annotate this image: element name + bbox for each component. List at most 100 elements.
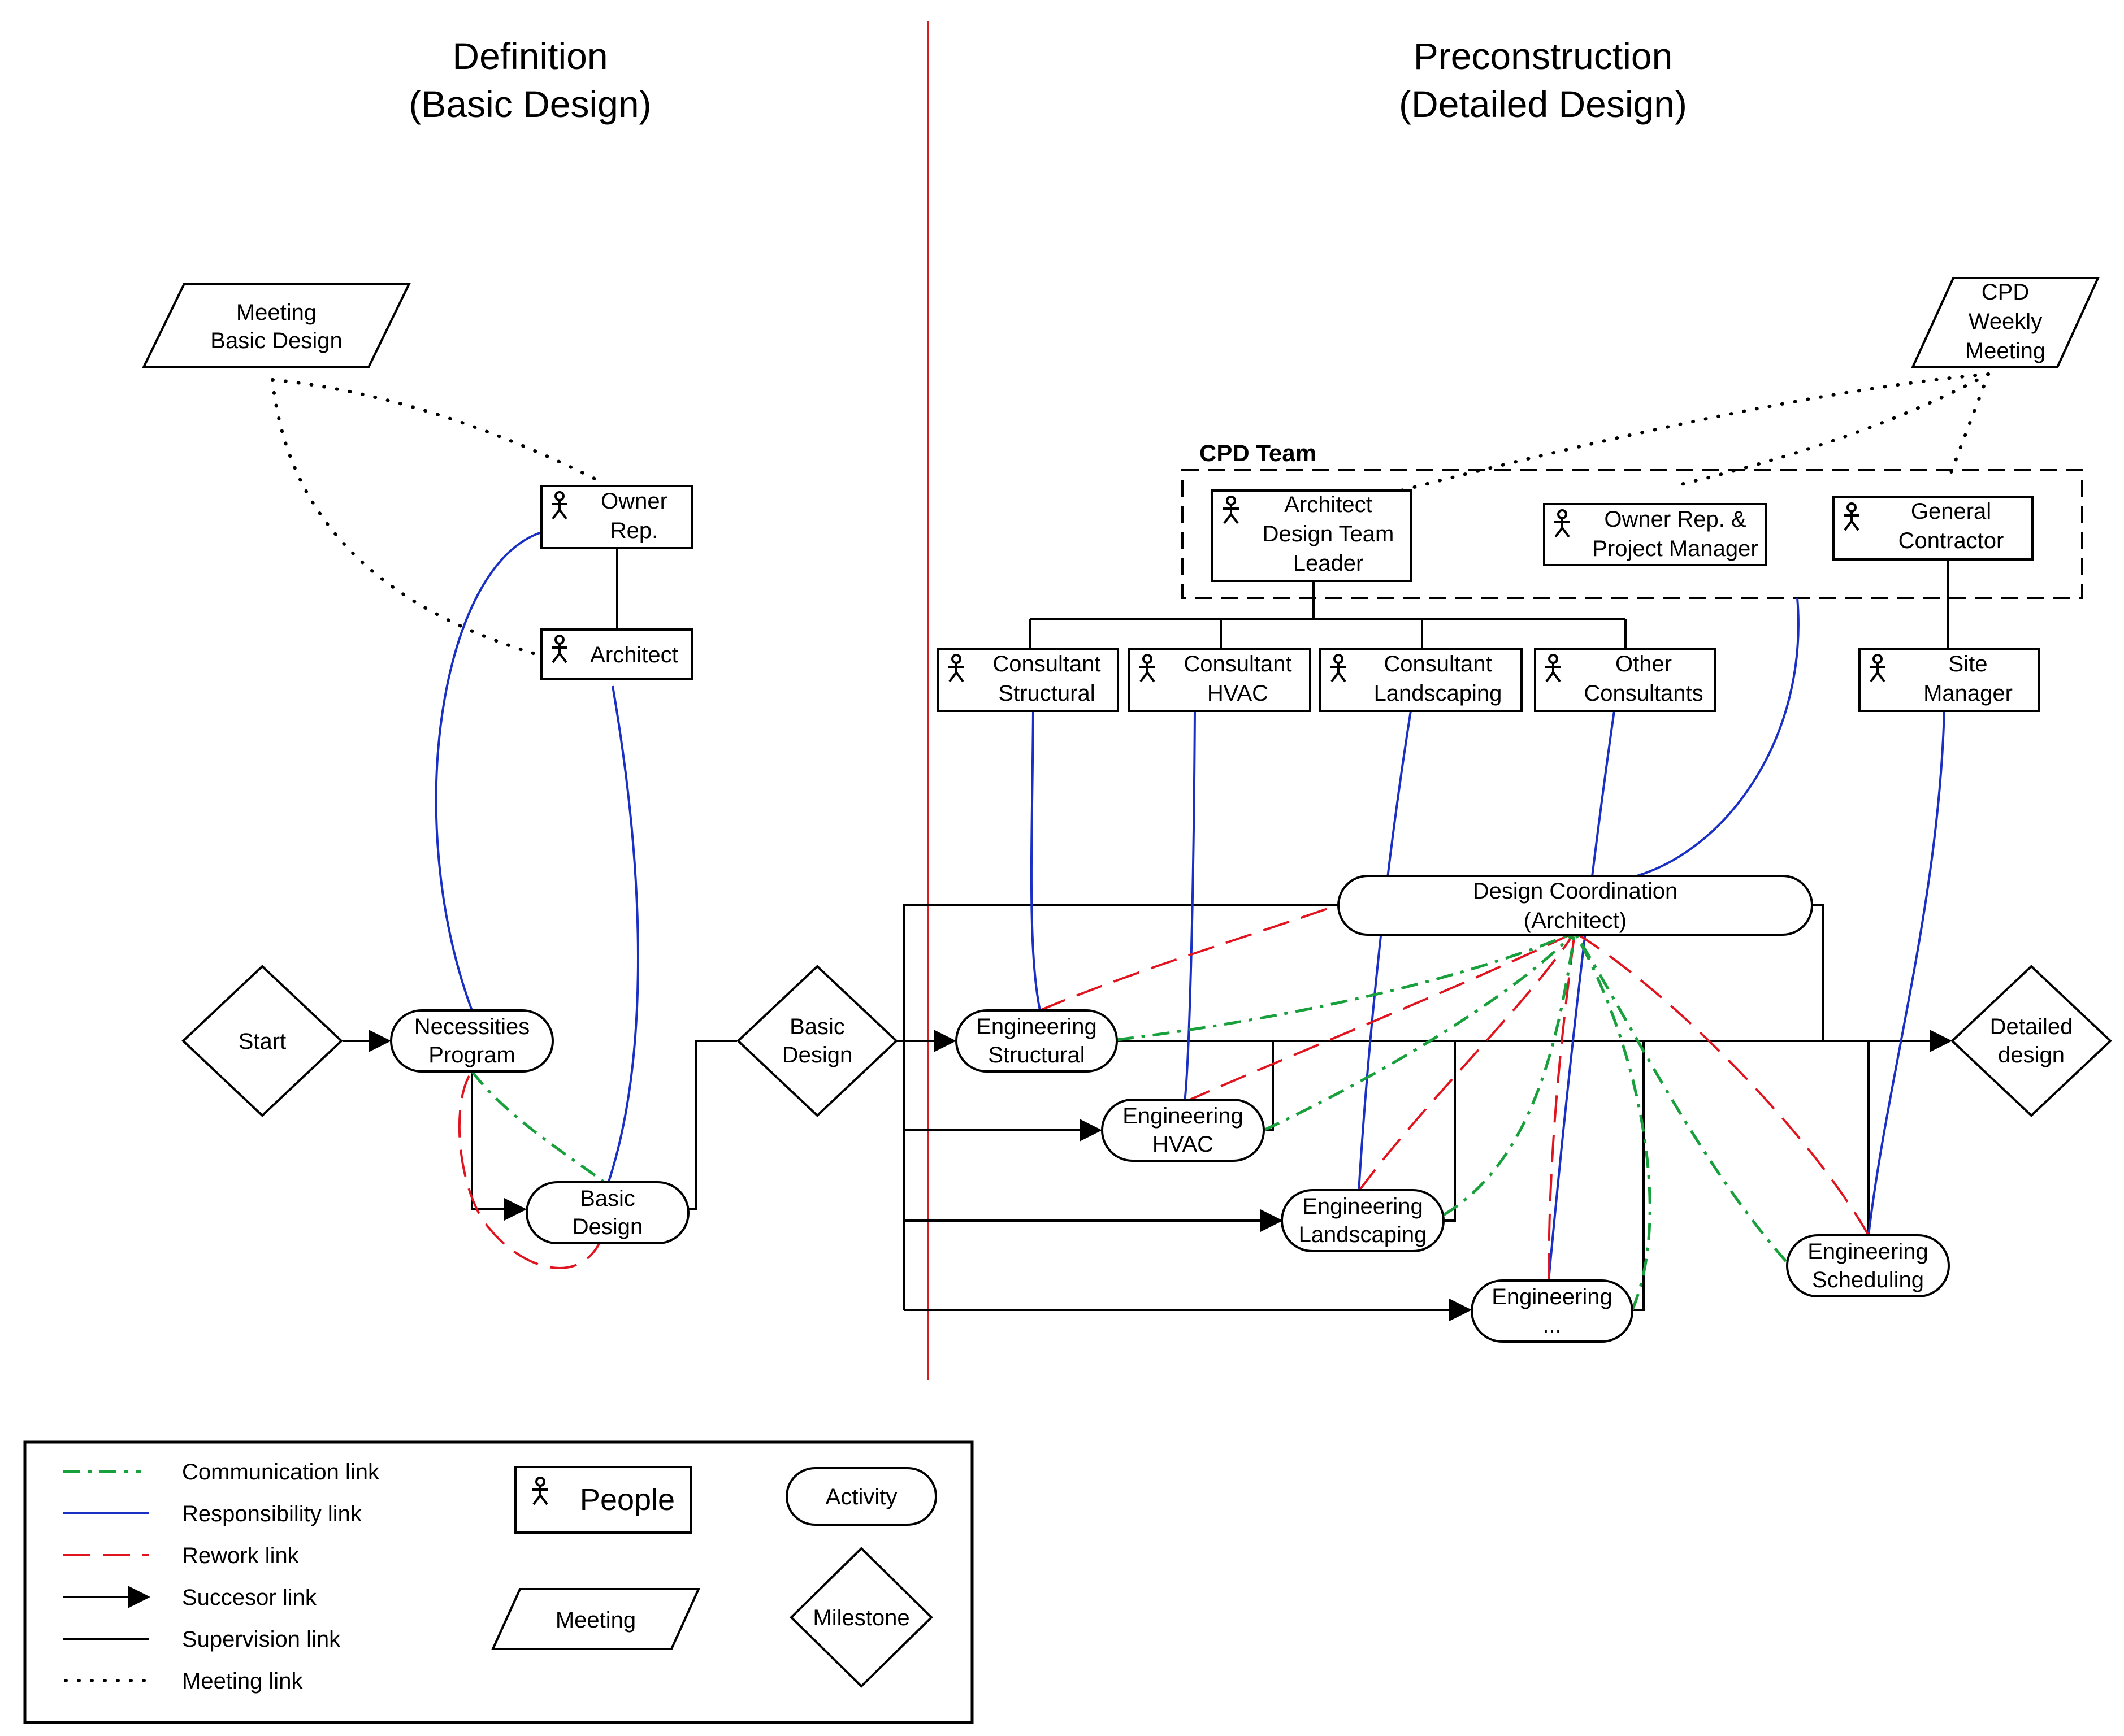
legend-milestone: Milestone [790,1547,933,1688]
person-contractor-line2: Contractor [1898,528,2004,553]
activity-engineering-hvac[interactable]: Engineering HVAC [1101,1099,1265,1162]
person-architect-design-team-leader[interactable]: Architect Design Team Leader [1211,489,1412,582]
activity-necessities-line1: Necessities [414,1014,530,1039]
activity-necessities-program[interactable]: Necessities Program [390,1009,554,1073]
responsibility-owner-pm [1636,597,1800,877]
communication-landscaping [1442,932,1576,1217]
meeting-link-basic-owner [271,378,602,483]
legend-label-responsibility: Responsibility link [182,1501,362,1526]
successor-trunk [903,904,1338,1310]
person-owner-pm-line1: Owner Rep. & [1604,507,1746,532]
person-consultant-structural-line1: Consultant [992,652,1100,676]
activity-design-coordination[interactable]: Design Coordination (Architect) [1337,875,1813,936]
meeting-cpd-line2: Weekly [1969,309,2042,334]
milestone-start[interactable]: Start [181,965,343,1117]
meeting-cpd-weekly[interactable]: CPD Weekly Meeting [1910,277,2100,368]
communication-other [1573,931,1651,1310]
person-consultant-hvac[interactable]: Consultant HVAC [1128,648,1311,712]
person-contractor-line1: General [1911,499,1991,524]
person-other-consultants-line2: Consultants [1584,681,1703,706]
milestone-start-label: Start [239,1029,286,1054]
person-owner-rep[interactable]: Owner Rep. [540,485,693,549]
successor-coordination-join [1812,904,1824,1041]
person-owner-pm-line2: Project Manager [1592,536,1758,561]
milestone-detailed-design-line1: Detailed [1990,1014,2073,1039]
person-site-manager-line2: Manager [1923,681,2013,706]
milestone-basic-design[interactable]: Basic Design [736,965,898,1117]
activity-eng-other-line2: ... [1542,1313,1561,1338]
rework-scheduling [1574,931,1870,1236]
successor-landscaping-join [1444,1041,1456,1222]
person-general-contractor[interactable]: General Contractor [1832,496,2034,561]
activity-engineering-landscaping[interactable]: Engineering Landscaping [1281,1189,1445,1252]
person-owner-rep-line2: Rep. [610,518,658,543]
milestone-detailed-design[interactable]: Detailed design [1950,965,2112,1117]
responsibility-hvac [1184,710,1196,1103]
communication-structural [1116,931,1575,1041]
activity-eng-structural-line1: Engineering [976,1014,1097,1039]
activity-engineering-structural[interactable]: Engineering Structural [955,1009,1118,1073]
activity-necessities-line2: Program [428,1043,515,1067]
person-leader-line3: Leader [1293,551,1364,576]
meeting-basic-design-line2: Basic Design [210,328,342,353]
meeting-link-cpd-owner-pm [1672,372,1990,488]
phase-definition-title: Definition [452,35,608,77]
rework-other [1548,932,1576,1281]
responsibility-other [1548,710,1615,1281]
activity-eng-landscaping-line2: Landscaping [1299,1222,1427,1247]
person-architect[interactable]: Architect [540,628,693,680]
activity-engineering-other[interactable]: Engineering ... [1471,1279,1633,1343]
legend-activity-label: Activity [826,1485,898,1509]
activity-engineering-scheduling[interactable]: Engineering Scheduling [1786,1234,1950,1297]
milestone-detailed-design-line2: design [1998,1043,2065,1067]
meeting-cpd-line3: Meeting [1965,338,2045,363]
phase-preconstruction-subtitle: (Detailed Design) [1399,83,1687,125]
legend-label-meeting-link: Meeting link [182,1669,303,1694]
rework-hvac [1184,931,1575,1103]
activity-eng-scheduling-line2: Scheduling [1812,1268,1924,1292]
successor-basic-design-milestone [687,1040,737,1210]
legend-people-label: People [580,1483,675,1517]
person-other-consultants-line1: Other [1615,652,1672,676]
cpd-team-label: CPD Team [1199,440,1316,466]
person-consultant-structural[interactable]: Consultant Structural [937,648,1119,712]
legend-activity: Activity [786,1467,937,1526]
person-consultant-landscaping-line1: Consultant [1384,652,1492,676]
activity-eng-hvac-line1: Engineering [1122,1104,1243,1129]
milestone-basic-design-line2: Design [782,1043,853,1067]
person-other-consultants[interactable]: Other Consultants [1534,648,1716,712]
person-owner-rep-line1: Owner [601,489,667,514]
communication-scheduling [1573,931,1787,1262]
activity-basic-design-line1: Basic [580,1186,635,1211]
person-owner-rep-project-manager[interactable]: Owner Rep. & Project Manager [1543,503,1767,566]
activity-eng-landscaping-line1: Engineering [1302,1194,1423,1219]
responsibility-site-manager [1867,710,1945,1236]
responsibility-landscaping [1358,710,1412,1192]
meeting-cpd-line1: CPD [1982,280,2029,305]
person-architect-line1: Architect [590,643,678,667]
legend-people: People [514,1466,692,1534]
meeting-basic-design[interactable]: Meeting Basic Design [141,283,411,368]
responsibility-structural [1030,710,1041,1011]
activity-eng-structural-line2: Structural [988,1043,1085,1067]
rework-basic-to-necessities [458,1075,604,1269]
person-site-manager-line1: Site [1949,652,1988,676]
person-consultant-structural-line2: Structural [998,681,1095,706]
person-consultant-hvac-line2: HVAC [1207,681,1268,706]
legend-label-rework: Rework link [182,1543,300,1568]
communication-necessities-basic [471,1070,607,1185]
person-consultant-landscaping-line2: Landscaping [1374,681,1502,706]
rework-structural [1039,905,1334,1012]
activity-design-coordination-line2: (Architect) [1524,908,1627,933]
legend-meeting: Meeting [491,1588,701,1650]
legend-meeting-label: Meeting [556,1608,636,1633]
responsibility-architect-basic-design [607,685,639,1184]
person-consultant-landscaping[interactable]: Consultant Landscaping [1319,648,1523,712]
activity-eng-scheduling-line1: Engineering [1807,1239,1928,1264]
activity-basic-design[interactable]: Basic Design [526,1181,690,1244]
person-site-manager[interactable]: Site Manager [1858,648,2040,712]
legend-label-successor: Succesor link [182,1585,317,1610]
rework-landscaping [1358,931,1576,1192]
legend: Communication link Responsibility link R… [23,1440,974,1724]
